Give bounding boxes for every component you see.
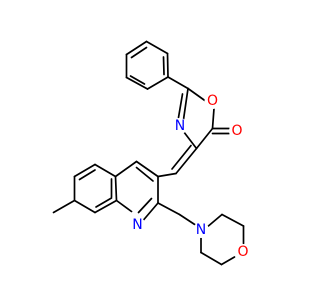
bond (146, 76, 169, 90)
chemical-structure-diagram: O O N N N O (52, 40, 251, 266)
bond (177, 93, 184, 119)
bond (200, 251, 223, 266)
bond (221, 213, 245, 227)
oxazolone-nitrogen-label: N (172, 118, 188, 134)
bond (129, 75, 146, 85)
bond (115, 199, 133, 213)
bond (178, 213, 198, 227)
morpholine-nitrogen-label: N (193, 222, 209, 238)
bond (73, 163, 96, 178)
bond (114, 175, 118, 202)
bond (137, 197, 153, 214)
bond (125, 40, 148, 56)
bond (171, 144, 192, 170)
bond (167, 76, 189, 90)
bond (135, 160, 159, 178)
bond-lines (52, 40, 245, 266)
carbonyl-oxygen-symbol: O (231, 123, 242, 139)
bond (94, 199, 118, 214)
quinoline-nitrogen-label: N (129, 217, 146, 233)
bond (157, 202, 181, 216)
bond (135, 166, 154, 182)
label-background (193, 222, 209, 238)
quinoline-nitrogen-symbol: N (132, 217, 142, 233)
bond (95, 197, 113, 208)
bond (157, 172, 177, 178)
bond (162, 56, 165, 76)
bond (142, 202, 159, 221)
bond (52, 199, 76, 214)
oxazolone-ring-oxygen-label: O (204, 93, 221, 109)
bond (187, 87, 207, 102)
bond (195, 127, 214, 150)
oxazolone-nitrogen-symbol: N (175, 118, 185, 134)
morpholine-nitrogen-symbol: N (196, 222, 206, 238)
bond (175, 147, 198, 175)
atom-labels: O O N N N O (129, 93, 251, 260)
morpholine-oxygen-label: O (235, 244, 251, 260)
label-background (229, 123, 245, 139)
bond (94, 163, 117, 178)
carbonyl-oxygen-label: O (229, 123, 245, 139)
oxazolone-ring-oxygen-symbol: O (207, 93, 218, 109)
label-background (204, 93, 221, 109)
bond (78, 169, 96, 181)
bond (220, 256, 236, 266)
bond (73, 199, 96, 214)
bond (182, 130, 198, 150)
bond (125, 76, 149, 90)
bond (205, 213, 223, 229)
label-background (172, 118, 188, 134)
morpholine-oxygen-symbol: O (237, 244, 248, 260)
bond (145, 40, 169, 55)
bond (114, 160, 138, 178)
bond (182, 87, 189, 121)
bond (211, 107, 215, 130)
bond (166, 52, 169, 78)
bond (130, 46, 148, 59)
label-background (129, 217, 146, 233)
label-background (235, 244, 251, 260)
